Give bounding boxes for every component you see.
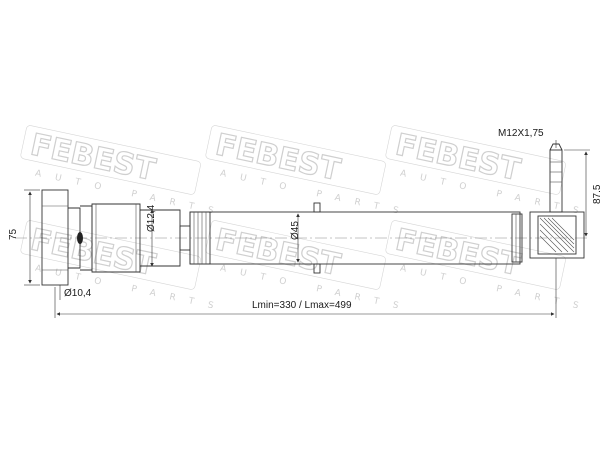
right-bushing-mount <box>529 143 585 259</box>
dimension-rod-diameter: Ø12,4 <box>146 204 157 267</box>
dimension-length: Lmin=330 / Lmax=499 <box>54 258 557 318</box>
label-thread: M12X1,75 <box>498 128 544 139</box>
left-eye-mount <box>41 189 83 286</box>
dimension-thread: M12X1,75 <box>498 128 557 148</box>
label-body-diameter: Ø45 <box>290 221 301 240</box>
body-tube <box>189 202 523 274</box>
dimension-body-diameter: Ø45 <box>290 213 301 263</box>
label-length: Lmin=330 / Lmax=499 <box>252 300 352 311</box>
dimension-eye-height: 75 <box>8 189 40 286</box>
dimension-bushing-offset: 87,5 <box>564 149 600 237</box>
label-eye-height: 75 <box>8 228 19 240</box>
label-bore-small: Ø10,4 <box>64 288 92 299</box>
label-bushing-offset: 87,5 <box>592 184 600 204</box>
dimension-bore-small: Ø10,4 <box>59 285 92 300</box>
dust-cover <box>80 203 181 273</box>
label-rod-diameter: Ø12,4 <box>146 204 157 232</box>
watermark-group: FEBEST AUTO PARTS FEBEST AUTO PARTS FEBE… <box>20 125 593 314</box>
